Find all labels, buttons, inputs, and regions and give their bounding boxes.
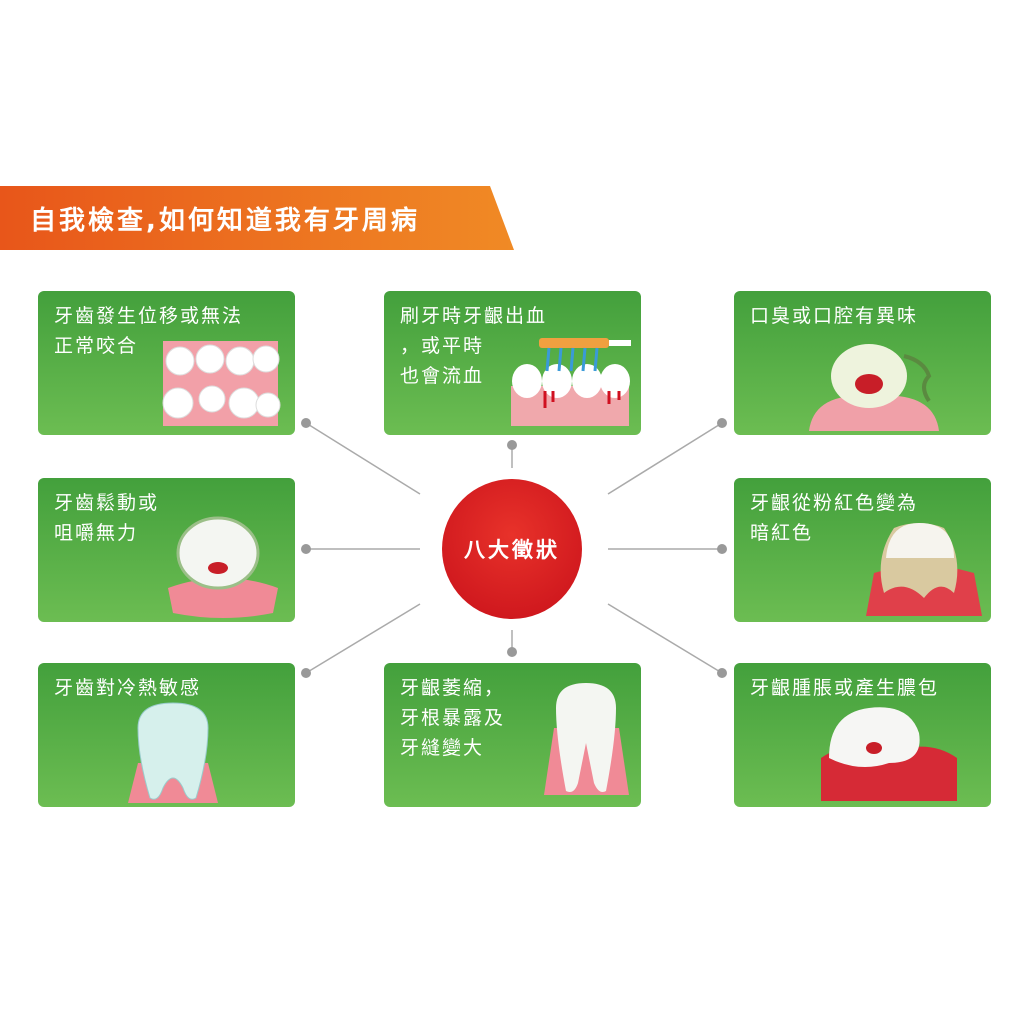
symptom-text: 刷牙時牙齦出血 ，或平時 也會流血 (400, 305, 548, 387)
connector-dot (717, 418, 727, 428)
connector-line (607, 603, 723, 674)
connector-dot (507, 440, 517, 450)
symptom-card-receding: 牙齦萎縮， 牙根暴露及 牙縫變大 (384, 663, 641, 807)
center-circle: 八大徵狀 (442, 479, 582, 619)
symptom-text: 牙齦萎縮， 牙根暴露及 牙縫變大 (400, 677, 506, 759)
symptom-card-misaligned: 牙齒發生位移或無法 正常咬合 (38, 291, 295, 435)
receding-gum-icon (544, 683, 629, 795)
symptom-card-swollen: 牙齦腫脹或產生膿包 (734, 663, 991, 807)
connector-dot (301, 418, 311, 428)
symptom-card-bleeding: 刷牙時牙齦出血 ，或平時 也會流血 (384, 291, 641, 435)
symptom-text: 口臭或口腔有異味 (750, 305, 919, 327)
symptom-text: 牙齒發生位移或無法 正常咬合 (54, 305, 244, 357)
symptom-text: 牙齦腫脹或產生膿包 (750, 677, 940, 699)
loose-tooth-icon (168, 516, 278, 618)
connector-line (305, 422, 421, 495)
title-banner: 自我檢查,如何知道我有牙周病 (0, 186, 514, 250)
bad-breath-icon (809, 344, 939, 431)
bleeding-gums-icon (511, 338, 631, 426)
connector-line (305, 603, 421, 674)
connector-line (607, 422, 723, 495)
symptom-card-sensitive: 牙齒對冷熱敏感 (38, 663, 295, 807)
connector-dot (507, 647, 517, 657)
symptom-card-loose-tooth: 牙齒鬆動或 咀嚼無力 (38, 478, 295, 622)
swollen-gum-icon (821, 707, 957, 801)
symptom-card-dark-gum: 牙齦從粉紅色變為 暗紅色 (734, 478, 991, 622)
symptom-card-bad-breath: 口臭或口腔有異味 (734, 291, 991, 435)
center-label: 八大徵狀 (464, 538, 560, 562)
symptom-text: 牙齦從粉紅色變為 暗紅色 (750, 492, 919, 544)
misaligned-teeth-icon (162, 341, 281, 426)
sensitive-tooth-icon (128, 702, 218, 803)
symptom-text: 牙齒鬆動或 咀嚼無力 (54, 492, 160, 544)
connector-dot (301, 668, 311, 678)
connector-dot (301, 544, 311, 554)
connector-dot (717, 668, 727, 678)
page-title: 自我檢查,如何知道我有牙周病 (30, 206, 420, 236)
dark-gum-icon (866, 523, 982, 616)
symptom-text: 牙齒對冷熱敏感 (54, 677, 202, 699)
connector-dot (717, 544, 727, 554)
